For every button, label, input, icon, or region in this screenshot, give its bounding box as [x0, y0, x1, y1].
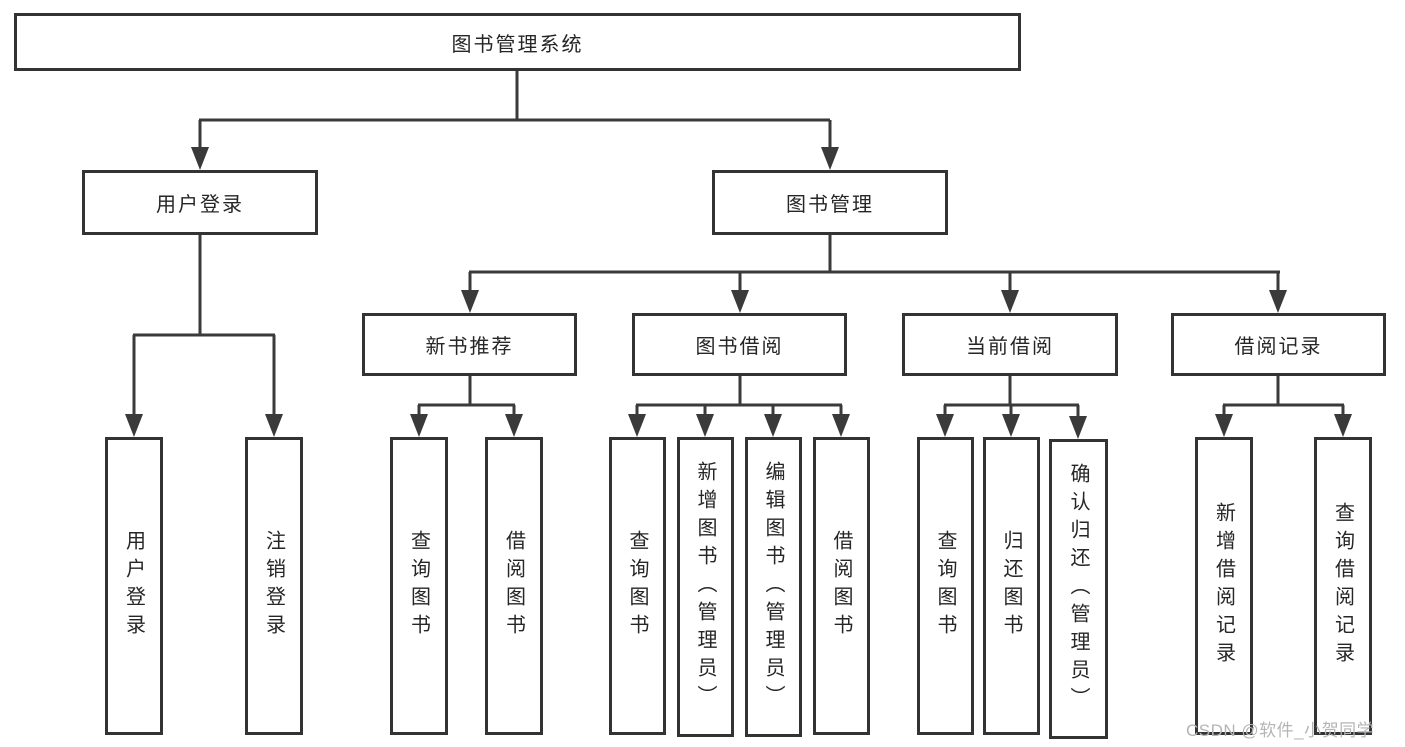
leaf-current-query-books-label: 查询图书 — [934, 530, 956, 642]
leaf-user-login: 用户登录 — [105, 437, 163, 735]
csdn-watermark: CSDN @软件_小贺同学 — [1186, 721, 1375, 740]
node-book-management-label: 图书管理 — [786, 194, 874, 216]
node-new-book-recommend: 新书推荐 — [362, 313, 577, 376]
leaf-confirm-return-admin-label: 确认归还（管理员） — [1067, 463, 1089, 715]
node-new-book-recommend-label: 新书推荐 — [425, 336, 514, 358]
leaf-current-query-books: 查询图书 — [917, 437, 974, 735]
leaf-borrowing-borrow-books-label: 借阅图书 — [830, 530, 852, 642]
node-borrowing-records-label: 借阅记录 — [1234, 336, 1323, 358]
leaf-return-books: 归还图书 — [983, 437, 1040, 735]
leaf-confirm-return-admin: 确认归还（管理员） — [1049, 439, 1108, 739]
leaf-recommend-borrow-books-label: 借阅图书 — [502, 530, 525, 642]
leaf-add-books-admin: 新增图书（管理员） — [677, 437, 734, 737]
leaf-recommend-borrow-books: 借阅图书 — [485, 437, 543, 735]
leaf-recommend-query-books-label: 查询图书 — [407, 530, 430, 642]
leaf-return-books-label: 归还图书 — [1000, 530, 1022, 642]
node-book-borrowing-label: 图书借阅 — [695, 336, 784, 358]
node-borrowing-records: 借阅记录 — [1171, 313, 1386, 376]
node-user-login-label: 用户登录 — [156, 194, 244, 216]
leaf-query-borrow-record-label: 查询借阅记录 — [1331, 502, 1354, 670]
node-book-management: 图书管理 — [712, 170, 948, 235]
leaf-borrowing-borrow-books: 借阅图书 — [813, 437, 870, 735]
leaf-add-borrow-record-label: 新增借阅记录 — [1212, 502, 1235, 670]
leaf-query-borrow-record: 查询借阅记录 — [1314, 437, 1372, 735]
leaf-logout-label: 注销登录 — [262, 530, 285, 642]
leaf-borrowing-query-books-label: 查询图书 — [626, 530, 648, 642]
leaf-logout: 注销登录 — [245, 437, 303, 735]
leaf-edit-books-admin: 编辑图书（管理员） — [745, 437, 802, 737]
leaf-add-borrow-record: 新增借阅记录 — [1195, 437, 1253, 735]
node-root-label: 图书管理系统 — [451, 33, 584, 56]
node-root: 图书管理系统 — [14, 13, 1021, 71]
node-user-login: 用户登录 — [82, 170, 318, 235]
leaf-add-books-admin-label: 新增图书（管理员） — [694, 461, 716, 713]
leaf-borrowing-query-books: 查询图书 — [609, 437, 666, 735]
node-book-borrowing: 图书借阅 — [632, 313, 847, 376]
leaf-user-login-label: 用户登录 — [122, 530, 145, 642]
node-current-borrowing-label: 当前借阅 — [966, 336, 1054, 358]
node-current-borrowing: 当前借阅 — [902, 313, 1118, 376]
leaf-recommend-query-books: 查询图书 — [390, 437, 448, 735]
leaf-edit-books-admin-label: 编辑图书（管理员） — [762, 461, 784, 713]
